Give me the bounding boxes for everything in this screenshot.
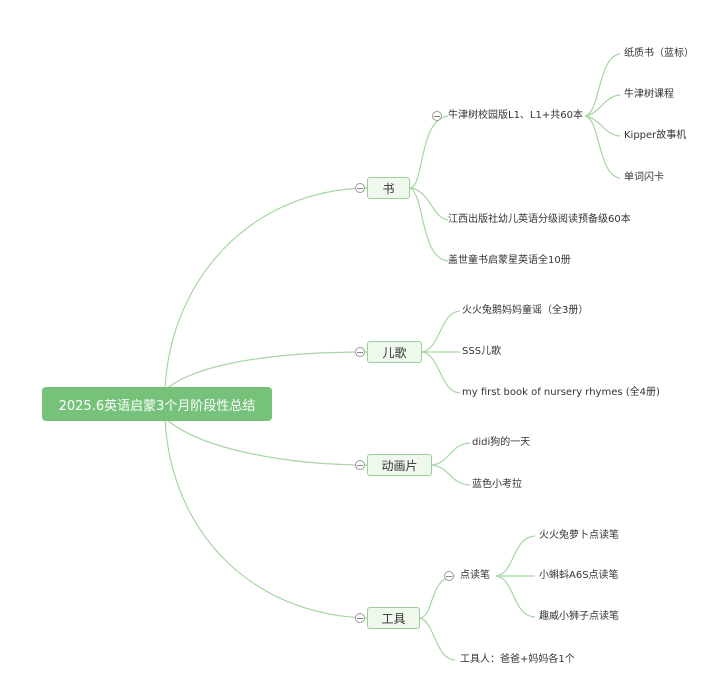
link-cartoons-1 <box>431 442 471 466</box>
topic-pens[interactable]: 点读笔 <box>460 570 490 581</box>
topic-oxford-tree[interactable]: 牛津树校园版L1、L1+共60本 <box>448 110 583 121</box>
topic-pens-1[interactable]: 火火兔萝卜点读笔 <box>539 530 619 541</box>
branch-tools[interactable]: 工具 <box>367 607 420 629</box>
branch-books[interactable]: 书 <box>367 177 410 199</box>
link-pens-3 <box>495 575 536 618</box>
topic-oxford-child-4[interactable]: 单词闪卡 <box>624 172 664 183</box>
link-oxford-c1 <box>584 53 621 117</box>
topic-songs-1[interactable]: 火火兔鹅妈妈童谣（全3册） <box>462 305 589 316</box>
link-books-gaishi <box>409 187 449 262</box>
link-tools-people <box>419 617 456 661</box>
topic-songs-3[interactable]: my first book of nursery rhymes (全4册) <box>462 387 660 398</box>
link-cartoons-2 <box>431 464 471 486</box>
topic-songs-2[interactable]: SSS儿歌 <box>462 346 502 357</box>
link-tools-pens <box>419 575 456 619</box>
topic-cartoons-2[interactable]: 蓝色小考拉 <box>472 479 522 490</box>
link-books-jiangxi <box>409 187 449 221</box>
topic-pens-3[interactable]: 趣威小狮子点读笔 <box>539 611 619 622</box>
link-root-cartoons <box>164 417 368 466</box>
topic-pens-2[interactable]: 小蝌蚪A6S点读笔 <box>539 570 619 581</box>
topic-oxford-child-1[interactable]: 纸质书（蓝标） <box>624 48 694 59</box>
topic-oxford-child-2[interactable]: 牛津树课程 <box>624 89 674 100</box>
collapse-pens-icon[interactable] <box>444 571 454 581</box>
collapse-tools-icon[interactable] <box>355 613 365 623</box>
link-root-songs <box>164 351 368 391</box>
branch-songs[interactable]: 儿歌 <box>367 341 422 363</box>
link-root-tools <box>164 417 368 619</box>
topic-tool-people[interactable]: 工具人：爸爸+妈妈各1个 <box>460 654 575 665</box>
topic-jiangxi[interactable]: 江西出版社幼儿英语分级阅读预备级60本 <box>448 214 631 225</box>
topic-cartoons-1[interactable]: didi狗的一天 <box>472 437 531 448</box>
link-root-books <box>164 187 368 391</box>
collapse-songs-icon[interactable] <box>355 347 365 357</box>
branch-cartoons[interactable]: 动画片 <box>367 454 432 476</box>
link-oxford-c4 <box>584 115 621 179</box>
link-songs-3 <box>421 351 461 394</box>
link-books-oxford <box>409 115 449 189</box>
root-topic[interactable]: 2025.6英语启蒙3个月阶段性总结 <box>42 387 272 421</box>
collapse-books-icon[interactable] <box>355 183 365 193</box>
topic-gaishi[interactable]: 盖世童书启蒙星英语全10册 <box>448 255 571 266</box>
link-songs-1 <box>421 310 461 353</box>
collapse-cartoons-icon[interactable] <box>355 460 365 470</box>
link-pens-1 <box>495 535 536 577</box>
link-oxford-c2 <box>584 94 621 117</box>
collapse-oxford-icon[interactable] <box>432 111 442 121</box>
topic-oxford-child-3[interactable]: Kipper故事机 <box>624 130 687 141</box>
